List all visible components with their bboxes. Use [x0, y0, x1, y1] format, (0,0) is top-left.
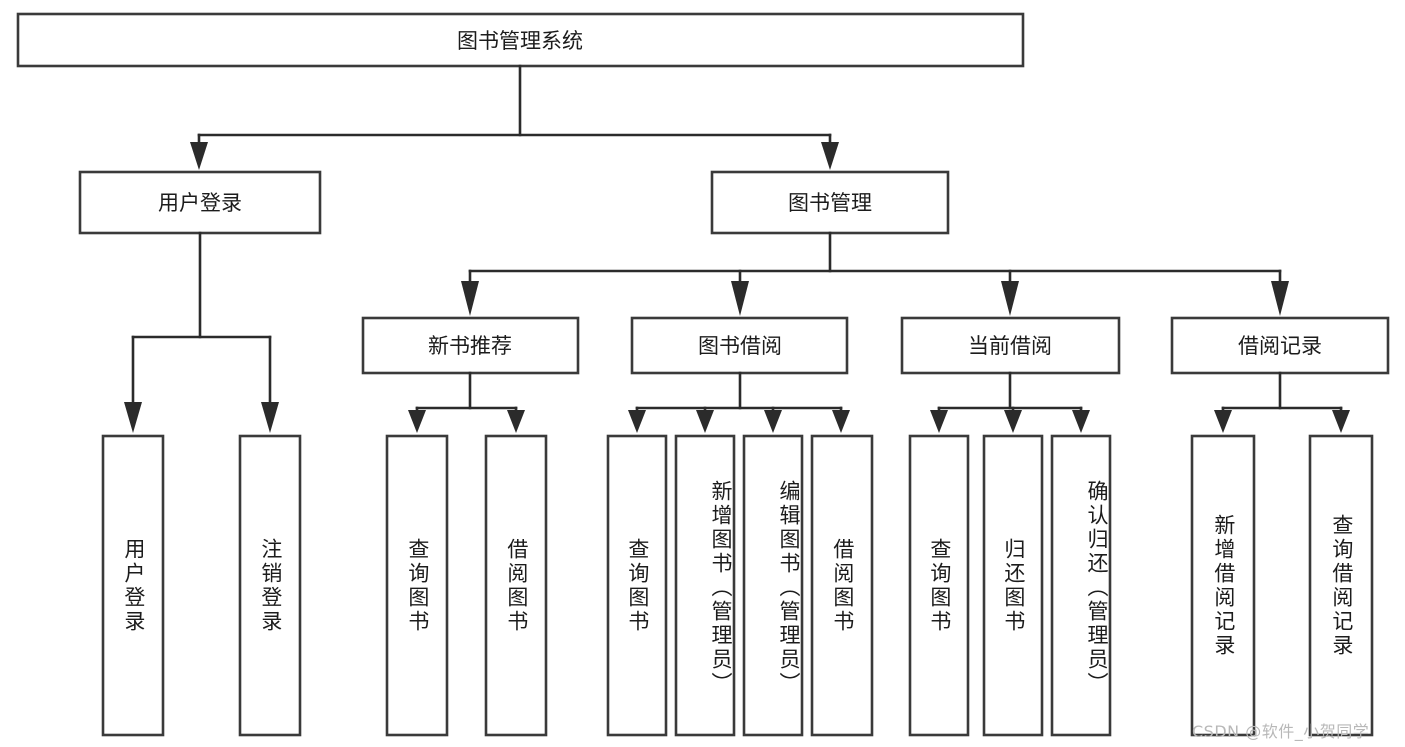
arrowhead-leaf-query-book-c: [930, 410, 948, 433]
leaf-user-login-box[interactable]: [101, 434, 165, 737]
arrowhead-borrow-record: [1271, 281, 1289, 316]
leaf-confirm-return-box[interactable]: [1050, 434, 1112, 737]
node-borrow-record-label: 借阅记录: [1238, 334, 1322, 358]
node-book-manage-box[interactable]: [710, 170, 950, 235]
arrowhead-new-book-recommend: [461, 281, 479, 316]
csdn-watermark: CSDN @软件_小贺同学: [1192, 722, 1370, 741]
arrowhead-leaf-user-login: [124, 402, 142, 433]
arrowhead-leaf-edit-book: [764, 410, 782, 433]
arrowhead-leaf-borrow-book-a: [507, 410, 525, 433]
arrowhead-current-borrow: [1001, 281, 1019, 316]
arrowhead-leaf-add-record: [1214, 410, 1232, 433]
arrowhead-leaf-query-book-a: [408, 410, 426, 433]
leaf-add-record-box[interactable]: [1190, 434, 1256, 737]
arrowhead-leaf-query-record: [1332, 410, 1350, 433]
leaf-edit-book-box[interactable]: [742, 434, 804, 737]
leaf-add-book-box[interactable]: [674, 434, 736, 737]
leaf-logout-box[interactable]: [238, 434, 302, 737]
node-book-borrow-box[interactable]: [630, 316, 849, 375]
arrowhead-leaf-query-book-b: [628, 410, 646, 433]
arrowhead-leaf-confirm-return: [1072, 410, 1090, 433]
leaf-borrow-book-a-box[interactable]: [484, 434, 548, 737]
node-new-book-recommend-box[interactable]: [361, 316, 580, 375]
node-current-borrow-box[interactable]: [900, 316, 1121, 375]
leaf-query-book-c-box[interactable]: [908, 434, 970, 737]
leaf-query-record-box[interactable]: [1308, 434, 1374, 737]
arrowhead-book-borrow: [731, 281, 749, 316]
arrowhead-leaf-return-book: [1004, 410, 1022, 433]
arrowhead-leaf-borrow-book-b: [832, 410, 850, 433]
node-root-label: 图书管理系统: [457, 29, 583, 53]
node-root-box[interactable]: [16, 12, 1025, 68]
arrowhead-leaf-add-book: [696, 410, 714, 433]
leaf-borrow-book-b-box[interactable]: [810, 434, 874, 737]
node-borrow-record-box[interactable]: [1170, 316, 1390, 375]
node-current-borrow-label: 当前借阅: [968, 334, 1052, 358]
leaf-query-book-a-box[interactable]: [385, 434, 449, 737]
arrowhead-user-login: [190, 142, 208, 170]
node-book-borrow-label: 图书借阅: [698, 334, 782, 358]
node-user-login-label: 用户登录: [158, 191, 242, 215]
node-book-manage-label: 图书管理: [788, 191, 872, 215]
arrowhead-leaf-logout: [261, 402, 279, 433]
node-new-book-recommend-label: 新书推荐: [428, 334, 512, 358]
leaf-return-book-box[interactable]: [982, 434, 1044, 737]
leaf-query-book-b-box[interactable]: [606, 434, 668, 737]
arrowhead-book-manage: [821, 142, 839, 170]
